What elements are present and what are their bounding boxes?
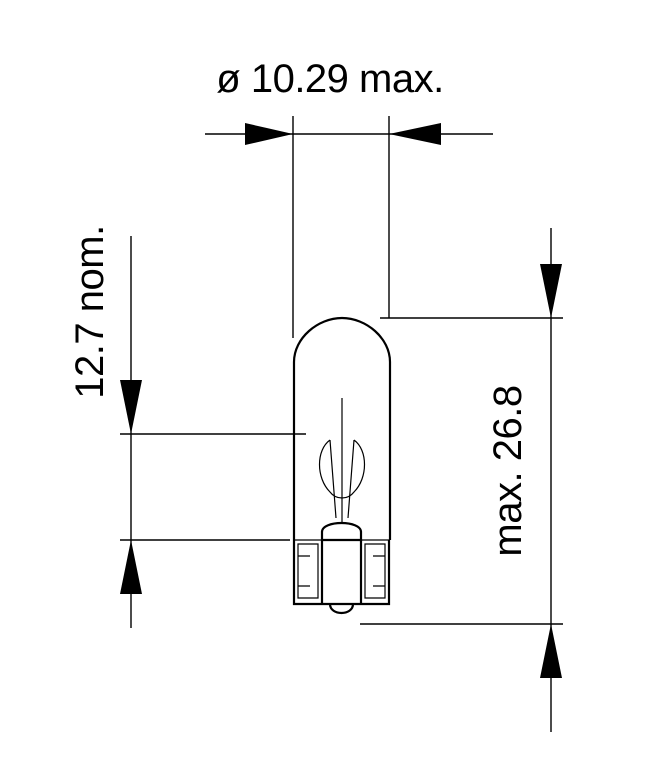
bulb-stem [320,540,363,604]
bulb-wedge-base [292,540,391,606]
bulb-tip [328,603,355,615]
max-arrow-bottom [540,624,562,678]
base-left-detail [297,543,319,599]
nominal-arrow-top [120,380,142,434]
base-right-detail [364,543,386,599]
max-length-label: max. 26.8 [486,385,530,556]
bulb-outline [292,316,392,615]
nominal-arrow-bottom [120,540,142,594]
max-arrow-top [540,264,562,318]
bulb-stem-cap [320,521,363,542]
bulb-glass [292,316,392,540]
nominal-height-dimension: 12.7 nom. [68,225,306,628]
diameter-arrow-left [245,123,293,145]
base-left-notch [298,555,310,587]
base-right-notch [373,555,385,587]
diameter-dimension: ø 10.29 max. [205,57,493,338]
diameter-arrow-right [389,123,441,145]
nominal-height-label: 12.7 nom. [68,225,112,398]
filament-supports [329,439,355,519]
filament-loop [319,439,365,499]
diameter-label: ø 10.29 max. [216,57,443,101]
max-length-dimension: max. 26.8 [360,228,563,732]
